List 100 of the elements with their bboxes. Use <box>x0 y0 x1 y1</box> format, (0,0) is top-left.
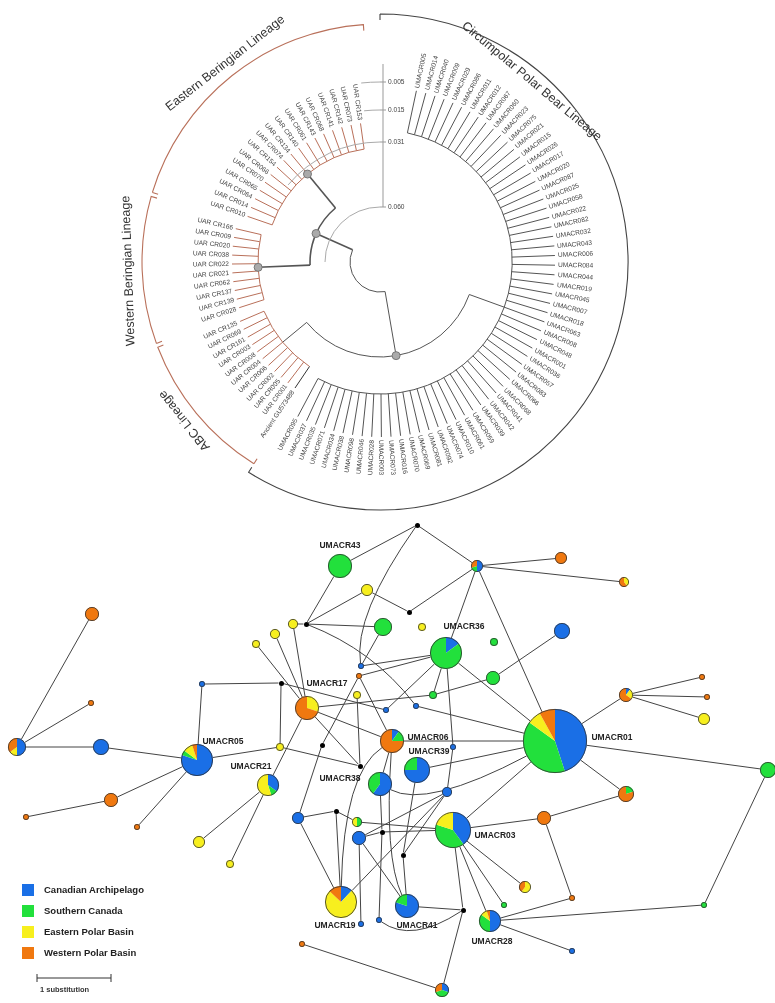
network-link <box>300 822 335 889</box>
network-link <box>403 795 445 854</box>
network-link <box>410 568 473 612</box>
network-link <box>318 694 430 708</box>
legend-label: Southern Canada <box>44 905 123 917</box>
network-link <box>462 844 503 903</box>
lineage-label: Western Beringian Lineage <box>118 195 138 347</box>
network-link <box>446 668 454 745</box>
haplotype-label: UMACR36 <box>443 621 485 631</box>
network-link <box>704 776 766 903</box>
network-link <box>403 740 524 742</box>
network-link <box>581 698 621 725</box>
haplotype-label: UMACR05 <box>202 736 244 746</box>
network-link <box>482 566 620 582</box>
network-link <box>545 824 572 896</box>
network-link <box>499 924 570 951</box>
network-link <box>402 857 407 895</box>
network-link <box>20 619 90 740</box>
haplotype-label: UMACR38 <box>319 773 361 783</box>
network-link <box>580 759 621 790</box>
network-link <box>299 746 322 813</box>
network-link <box>443 911 463 984</box>
network-link <box>498 635 556 675</box>
network-link <box>258 646 300 700</box>
network-link <box>283 747 359 766</box>
network-link <box>365 832 381 837</box>
network-link <box>337 811 354 821</box>
network-link <box>418 525 473 564</box>
network-link <box>279 685 282 744</box>
network-link <box>380 910 462 932</box>
network-link <box>478 571 543 713</box>
network-link <box>116 766 183 798</box>
haplotype-label: UMACR19 <box>314 920 356 930</box>
haplotype-label: UMACR17 <box>306 678 348 688</box>
network-link <box>272 718 303 776</box>
network-link <box>459 846 487 912</box>
network-link <box>297 623 304 625</box>
network-link <box>382 752 390 773</box>
network-link <box>358 844 362 922</box>
network-link <box>203 791 260 839</box>
legend-label: Eastern Polar Basin <box>44 926 134 938</box>
network-link <box>388 752 403 896</box>
network-link <box>340 747 383 887</box>
network-link <box>470 818 538 829</box>
network-link <box>362 843 401 897</box>
network-link <box>361 656 431 676</box>
network-link <box>586 744 761 770</box>
network-link <box>500 898 570 919</box>
haplotype-label: UMACR03 <box>474 830 516 840</box>
network-link <box>282 683 384 710</box>
haplotype-label: UMACR39 <box>408 746 450 756</box>
network-link <box>24 704 89 743</box>
network-link <box>212 747 277 758</box>
network-link <box>550 795 619 817</box>
network-link <box>429 747 525 768</box>
network-link <box>390 755 528 796</box>
network-link <box>197 686 203 745</box>
network-link <box>359 678 388 731</box>
network-link <box>306 575 335 623</box>
network-link <box>362 634 380 664</box>
network-link <box>335 813 341 887</box>
haplotype-label: UMACR21 <box>230 761 272 771</box>
haplotype-label: UMACR06 <box>407 732 449 742</box>
network-link <box>436 679 487 695</box>
haplotype-label: UMACR41 <box>396 920 438 930</box>
network-link <box>303 811 334 818</box>
haplotype-label: UMACR01 <box>591 732 633 742</box>
network-link <box>380 795 383 830</box>
network-link <box>378 834 383 918</box>
network-link <box>384 830 436 833</box>
haplotype-label: UMACR43 <box>319 540 361 550</box>
network-link <box>632 677 700 694</box>
network-link <box>276 638 303 698</box>
network-link <box>447 749 454 788</box>
network-link <box>418 706 525 734</box>
network-link <box>450 571 476 639</box>
network-link <box>307 592 363 624</box>
network-link <box>350 525 416 561</box>
network-link <box>466 761 532 819</box>
network-link <box>402 782 416 853</box>
network-link <box>307 624 415 705</box>
network-link <box>387 663 435 709</box>
network-link <box>317 711 382 738</box>
network-link <box>314 716 359 765</box>
network-link <box>138 771 187 826</box>
network-link <box>322 678 359 744</box>
legend-label: Canadian Archipelago <box>44 884 144 896</box>
network-link <box>418 906 461 911</box>
network-link <box>204 682 279 685</box>
haplotype-label: UMACR28 <box>471 936 513 946</box>
network-link <box>356 698 361 764</box>
network-link <box>293 628 306 697</box>
network-link <box>500 904 702 921</box>
network-link <box>28 800 105 817</box>
network-link <box>632 696 699 718</box>
legend-label: Western Polar Basin <box>44 947 137 959</box>
network-link <box>108 747 182 759</box>
network-link <box>231 794 264 861</box>
network-link <box>363 654 431 666</box>
network-link <box>25 746 94 748</box>
